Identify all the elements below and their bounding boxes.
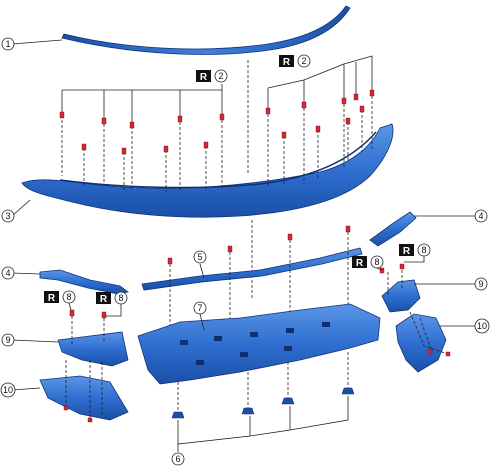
clip-group-right <box>379 263 451 357</box>
part-side-duct-left <box>39 375 129 421</box>
callout-7: 7 <box>193 301 207 315</box>
svg-text:4: 4 <box>5 268 10 278</box>
svg-text:3: 3 <box>5 211 10 221</box>
part-side-duct-right <box>395 313 447 373</box>
svg-text:4: 4 <box>478 211 483 221</box>
callout-6: 6 <box>171 452 185 466</box>
part-undercover <box>137 303 381 385</box>
svg-text:10: 10 <box>477 321 487 331</box>
part-side-bracket-left <box>57 331 129 367</box>
callout-8: 8 <box>66 292 71 302</box>
svg-text:6: 6 <box>175 454 180 464</box>
callout-5: 5 <box>193 250 207 264</box>
callout-8: 8 <box>374 257 379 267</box>
svg-text:9: 9 <box>478 279 483 289</box>
replace-mark: R <box>48 293 56 304</box>
replace-mark: R <box>283 57 291 68</box>
replace-callout-8-d: R 8 <box>352 255 384 269</box>
part-upper-strip <box>61 5 351 55</box>
callout-3: 3 <box>1 209 15 223</box>
replace-mark: R <box>403 246 411 257</box>
clip-group-left <box>63 309 107 423</box>
callout-4-right: 4 <box>474 209 488 223</box>
svg-text:7: 7 <box>197 303 202 313</box>
callout-10-left: 10 <box>0 382 16 398</box>
part-reinforcement-bar <box>141 247 363 291</box>
callout-1: 1 <box>1 37 15 51</box>
replace-mark: R <box>356 258 364 269</box>
callout-8: 8 <box>421 245 426 255</box>
callout-9-left: 9 <box>1 333 15 347</box>
grommet-group <box>171 387 355 419</box>
part-bracket-left <box>39 269 129 295</box>
replace-mark: R <box>200 72 208 83</box>
replace-callout-8-c: R 8 <box>399 243 431 257</box>
callout-9-right: 9 <box>474 277 488 291</box>
callout-10-right: 10 <box>474 318 490 334</box>
svg-text:5: 5 <box>197 252 202 262</box>
bumper-cover-upper-edge <box>59 131 377 189</box>
svg-text:10: 10 <box>3 385 13 395</box>
part-bumper-cover <box>21 123 394 218</box>
svg-text:9: 9 <box>5 335 10 345</box>
svg-text:1: 1 <box>5 39 10 49</box>
undercover-holes <box>180 322 330 365</box>
screw-group-upper <box>59 89 375 155</box>
part-side-bracket-right <box>381 279 421 313</box>
replace-callout-2-right: R 2 <box>279 54 311 68</box>
callout-2: 2 <box>301 56 306 66</box>
callout-2: 2 <box>218 71 223 81</box>
replace-callout-2-left: R 2 <box>196 69 228 83</box>
part-bracket-right <box>369 211 417 247</box>
replace-callout-8-b: R 8 <box>96 291 128 305</box>
replace-mark: R <box>100 294 108 305</box>
callout-4-left: 4 <box>1 266 15 280</box>
callout-8: 8 <box>118 293 123 303</box>
replace-callout-8-a: R 8 <box>44 290 76 304</box>
